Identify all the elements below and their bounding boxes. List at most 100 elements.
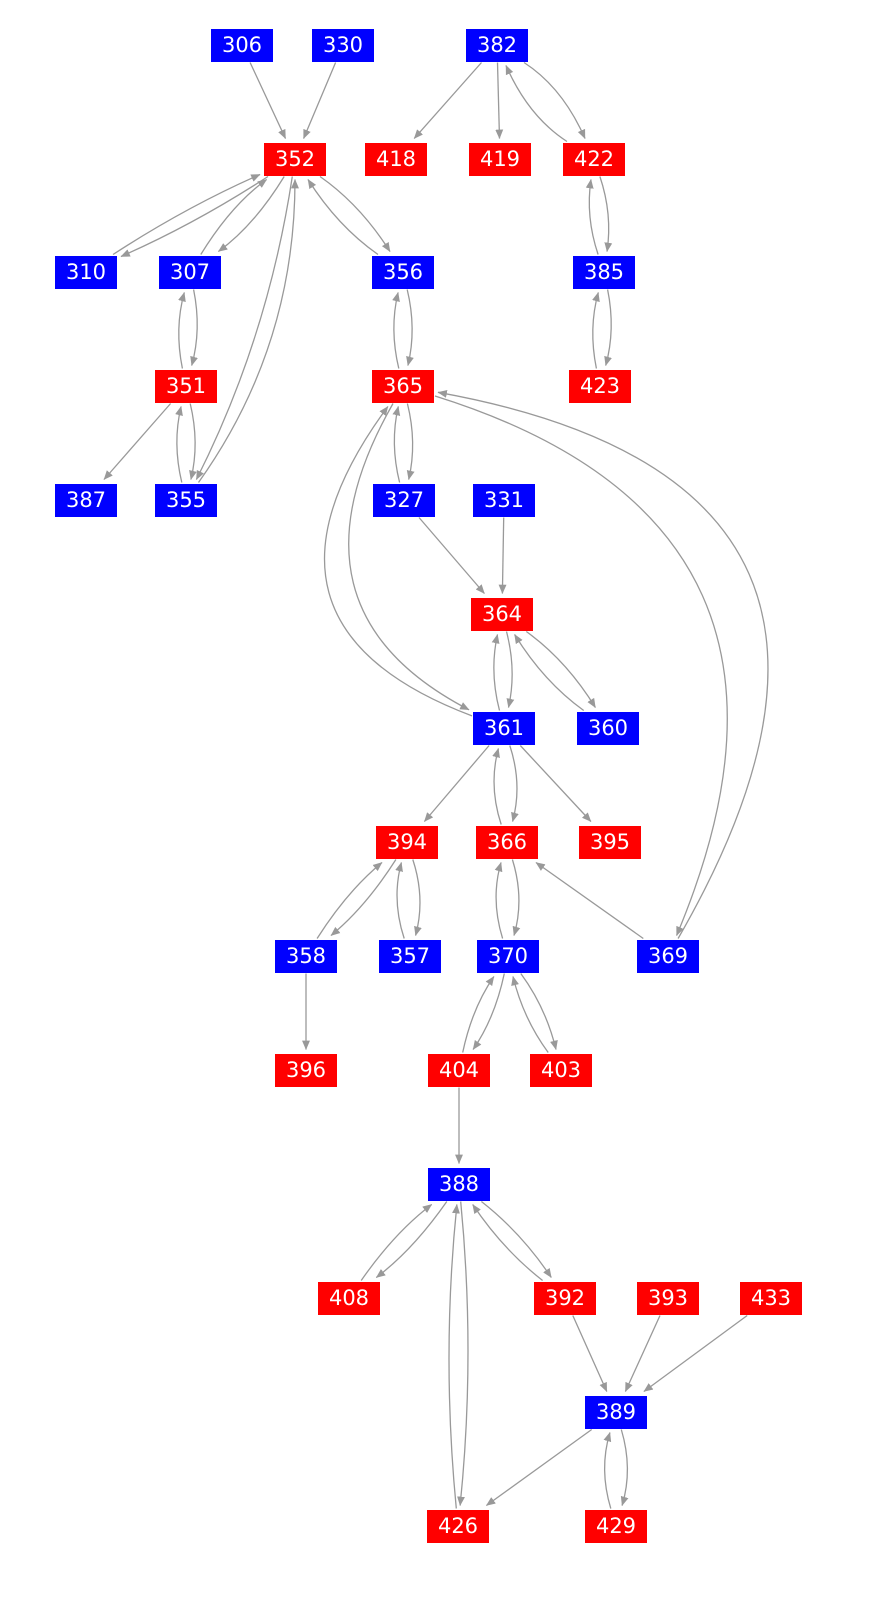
graph-edge-366-370 [511, 859, 521, 936]
graph-edge-357-394 [395, 861, 405, 939]
graph-edge-351-387 [103, 403, 172, 480]
graph-node-418: 418 [365, 142, 427, 176]
graph-node-395: 395 [579, 825, 641, 859]
graph-node-433: 433 [740, 1281, 802, 1315]
graph-edge-327-364 [418, 517, 485, 594]
graph-node-392: 392 [534, 1281, 596, 1315]
graph-edge-355-351 [175, 405, 183, 483]
graph-edge-361-365 [323, 406, 473, 717]
graph-node-389: 389 [585, 1395, 647, 1429]
graph-node-429: 429 [585, 1509, 647, 1543]
graph-node-396: 396 [275, 1053, 337, 1087]
graph-edge-352-355 [195, 176, 293, 480]
graph-edge-365-361 [348, 403, 470, 711]
graph-edge-351-355 [189, 403, 197, 481]
graph-edge-385-422 [585, 178, 599, 255]
graph-edge-365-356 [392, 291, 400, 369]
graph-edge-358-394 [316, 861, 383, 939]
graph-edge-306-352 [249, 62, 287, 139]
graph-edge-403-370 [511, 975, 549, 1053]
graph-edge-433-389 [643, 1314, 748, 1393]
graph-edge-352-310 [120, 175, 269, 258]
graph-edge-370-366 [494, 862, 504, 939]
graph-node-366: 366 [476, 825, 538, 859]
graph-node-355: 355 [155, 483, 217, 517]
graph-edge-423-385 [592, 291, 600, 369]
graph-edge-385-423 [604, 289, 612, 367]
graph-edge-369-365 [437, 389, 769, 939]
graph-node-306: 306 [211, 28, 273, 62]
graph-node-360: 360 [577, 711, 639, 745]
graph-node-393: 393 [637, 1281, 699, 1315]
graph-edge-429-389 [603, 1432, 612, 1509]
graph-edge-422-385 [599, 176, 613, 253]
graph-edge-365-327 [406, 403, 415, 481]
graph-node-382: 382 [466, 28, 528, 62]
graph-node-307: 307 [159, 255, 221, 289]
graph-node-403: 403 [530, 1053, 592, 1087]
graph-edge-355-352 [197, 178, 299, 483]
graph-edge-331-364 [498, 517, 507, 595]
graph-edge-393-389 [624, 1315, 661, 1392]
graph-edge-382-419 [495, 62, 504, 140]
graph-edge-356-365 [406, 289, 414, 367]
graph-edge-388-408 [375, 1201, 448, 1279]
graph-edge-364-361 [505, 631, 515, 709]
graph-node-357: 357 [379, 939, 441, 973]
graph-edge-351-307 [178, 291, 186, 369]
graph-edge-307-352 [200, 178, 268, 255]
graph-node-358: 358 [275, 939, 337, 973]
graph-node-369: 369 [637, 939, 699, 973]
graph-node-361: 361 [473, 711, 535, 745]
graph-node-327: 327 [373, 483, 435, 517]
graph-edge-360-364 [514, 634, 585, 712]
graph-node-408: 408 [318, 1281, 380, 1315]
graph-node-388: 388 [428, 1167, 490, 1201]
graph-edge-408-388 [360, 1203, 433, 1281]
graph-edge-394-357 [412, 859, 422, 937]
graph-node-370: 370 [477, 939, 539, 973]
graph-node-426: 426 [427, 1509, 489, 1543]
graph-node-385: 385 [573, 255, 635, 289]
graph-node-351: 351 [155, 369, 217, 403]
graph-node-330: 330 [312, 28, 374, 62]
graph-edge-330-352 [303, 62, 337, 139]
graph-node-352: 352 [264, 142, 326, 176]
graph-edge-327-365 [392, 405, 401, 483]
graph-node-387: 387 [55, 483, 117, 517]
graph-node-310: 310 [55, 255, 117, 289]
graph-edge-356-352 [307, 179, 379, 256]
graph-node-394: 394 [376, 825, 438, 859]
graph-node-422: 422 [563, 142, 625, 176]
graph-edge-404-370 [462, 976, 495, 1053]
graph-edge-382-422 [523, 61, 586, 139]
graph-edge-369-366 [535, 861, 644, 940]
graph-edge-388-392 [480, 1200, 552, 1278]
graph-edge-370-404 [472, 973, 505, 1050]
graph-node-364: 364 [471, 597, 533, 631]
graph-edge-389-426 [485, 1428, 593, 1507]
graph-edge-394-358 [330, 859, 397, 937]
graph-edge-388-426 [457, 1201, 469, 1507]
graph-edge-361-395 [519, 745, 592, 822]
graph-node-365: 365 [372, 369, 434, 403]
graph-node-356: 356 [372, 255, 434, 289]
graph-edge-352-356 [319, 175, 391, 252]
graph-edge-389-429 [620, 1429, 629, 1506]
graph-node-404: 404 [428, 1053, 490, 1087]
graph-edge-392-389 [572, 1315, 608, 1392]
graph-edge-422-382 [505, 65, 568, 143]
graph-edge-392-388 [472, 1204, 544, 1282]
graph-node-423: 423 [569, 369, 631, 403]
graph-node-331: 331 [473, 483, 535, 517]
graph-edge-364-360 [525, 630, 596, 708]
graph-edge-365-369 [434, 395, 728, 936]
graph-edge-361-366 [509, 745, 519, 823]
graph-node-419: 419 [469, 142, 531, 176]
graph-edge-307-351 [190, 289, 198, 367]
graph-edge-361-394 [423, 745, 490, 822]
graph-edge-382-418 [413, 62, 482, 139]
